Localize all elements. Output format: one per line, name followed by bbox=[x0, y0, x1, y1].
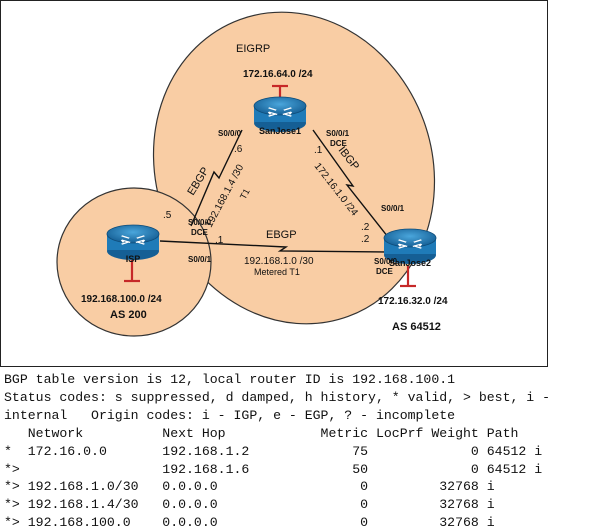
isp-lan-label: 192.168.100.0 /24 bbox=[81, 294, 162, 305]
as200-area bbox=[56, 187, 212, 337]
sanjose2-s000-label: S0/0/0 bbox=[374, 257, 398, 266]
bgp-route-row: *> 192.168.1.0/30 0.0.0.0 0 32768 i bbox=[4, 479, 495, 495]
link-isp-sanjose2 bbox=[159, 240, 393, 253]
sanjose2-s001-address: .2 bbox=[361, 222, 370, 233]
sanjose1-s001-label: S0/0/1 bbox=[326, 129, 350, 138]
bgp-route-row: * 172.16.0.0 192.168.1.2 75 0 64512 i bbox=[4, 443, 543, 459]
sanjose1-s001-address: .1 bbox=[314, 145, 323, 156]
bgp-route-row: *> 192.168.100.0 0.0.0.0 0 32768 i bbox=[4, 515, 495, 531]
sanjose1-lan-label: 172.16.64.0 /24 bbox=[243, 69, 313, 80]
isp-s001-address: .1 bbox=[215, 235, 224, 246]
sanjose1-s000-label: S0/0/0 bbox=[218, 129, 242, 138]
bgp-header-line: Status codes: s suppressed, d damped, h … bbox=[4, 389, 551, 405]
router-isp[interactable]: ISP bbox=[106, 224, 160, 264]
sanjose2-s000-address: .2 bbox=[361, 234, 370, 245]
sanjose2-s000-dce-label: DCE bbox=[376, 267, 394, 276]
isp-s000-dce-label: DCE bbox=[191, 228, 209, 237]
isp-s001-label: S0/0/1 bbox=[188, 255, 212, 264]
bgp-column-headers: Network Next Hop Metric LocPrf Weight Pa… bbox=[4, 425, 519, 441]
lan-stub-isp bbox=[124, 260, 140, 283]
link-isp-sanjose1 bbox=[190, 129, 243, 227]
bgp-header-line: BGP table version is 12, local router ID… bbox=[4, 372, 456, 387]
router-label-sanjose2: SanJose2 bbox=[389, 258, 431, 268]
router-label-isp: ISP bbox=[126, 254, 141, 264]
as200-label: AS 200 bbox=[110, 309, 147, 321]
router-sanjose2[interactable]: SanJose2 bbox=[383, 228, 437, 268]
lan-stub-sanjose2 bbox=[400, 266, 416, 288]
sanjose1-s000-address: .6 bbox=[234, 144, 243, 155]
isp-s000-label: S0/0/0 bbox=[188, 218, 212, 227]
ebgp-bottom-label: EBGP bbox=[266, 229, 297, 241]
eigrp-label: EIGRP bbox=[236, 43, 270, 55]
sanjose2-s001-label: S0/0/1 bbox=[381, 204, 405, 213]
diagram-frame bbox=[0, 0, 548, 367]
link-sanjose1-sanjose2 bbox=[312, 129, 389, 238]
ebgp-bottom-type: Metered T1 bbox=[254, 267, 300, 277]
as64512-label: AS 64512 bbox=[392, 321, 441, 333]
network-topology-diagram: SanJose1 ISP SanJose2 EIGRP AS 200 AS 64… bbox=[0, 0, 548, 367]
sanjose1-s001-dce-label: DCE bbox=[330, 139, 348, 148]
router-label-sanjose1: SanJose1 bbox=[259, 126, 301, 136]
sanjose2-lan-label: 172.16.32.0 /24 bbox=[378, 296, 448, 307]
isp-s000-address: .5 bbox=[163, 210, 172, 221]
bgp-route-row: *> 192.168.1.6 50 0 64512 i bbox=[4, 461, 543, 477]
bgp-header-line: internal Origin codes: i - IGP, e - EGP,… bbox=[4, 407, 456, 423]
bgp-route-row: *> 192.168.1.4/30 0.0.0.0 0 32768 i bbox=[4, 497, 495, 513]
ebgp-top-type: T1 bbox=[238, 187, 252, 201]
bgp-table-output: BGP table version is 12, local router ID… bbox=[0, 368, 601, 531]
router-sanjose1[interactable]: SanJose1 bbox=[253, 96, 307, 136]
ebgp-bottom-network: 192.168.1.0 /30 bbox=[244, 256, 314, 267]
